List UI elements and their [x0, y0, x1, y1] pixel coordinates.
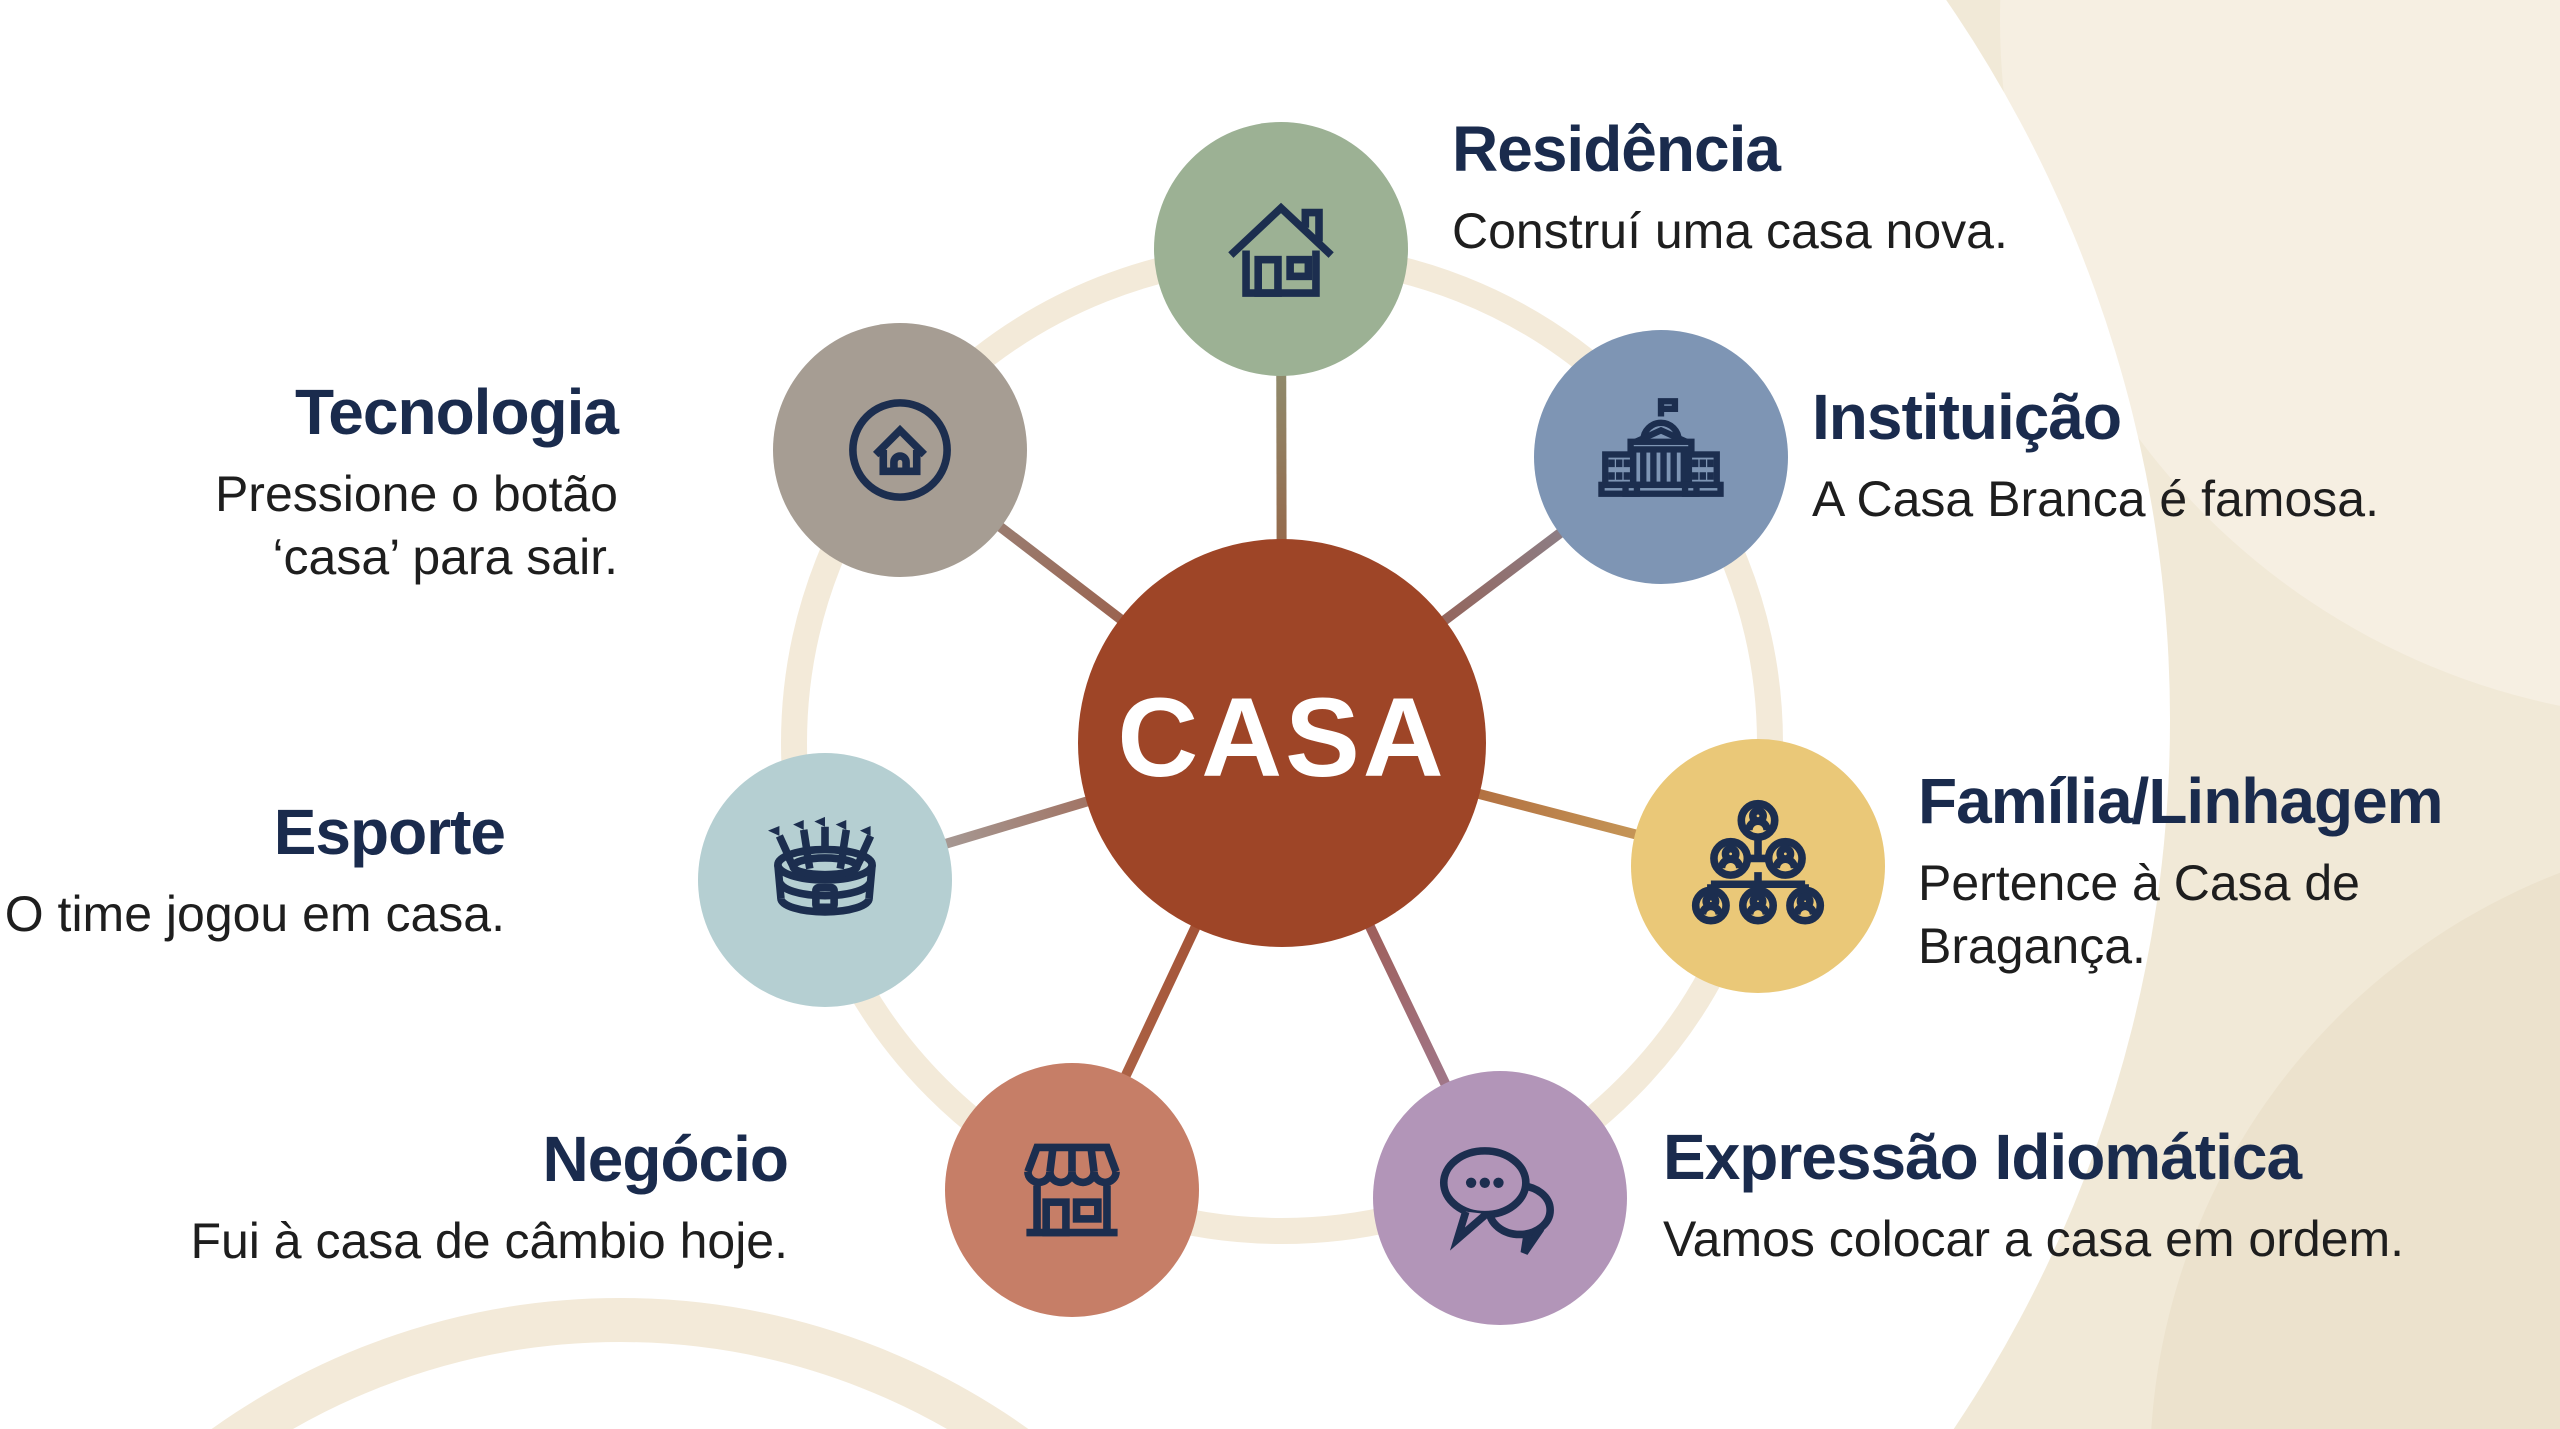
- text-block-residencia: Residência Construí uma casa nova.: [1452, 112, 2008, 263]
- node-sentence: Pressione o botão ‘casa’ para sair.: [214, 466, 618, 585]
- node-circle-tecnologia: [773, 323, 1027, 577]
- node-heading: Tecnologia: [294, 376, 619, 448]
- node-sentence: Construí uma casa nova.: [1452, 203, 2008, 260]
- node-sentence: Pertence à Casa de Bragança.: [1918, 855, 2360, 974]
- center-node-casa: CASA: [1078, 539, 1486, 947]
- text-block-instituicao: Instituição A Casa Branca é famosa.: [1812, 380, 2379, 531]
- text-block-esporte: Esporte O time jogou em casa.: [4, 795, 506, 946]
- node-heading: Instituição: [1812, 381, 2122, 453]
- node-circle-negocio: [945, 1063, 1199, 1317]
- text-block-expressao: Expressão Idiomática Vamos colocar a cas…: [1663, 1120, 2404, 1271]
- government-building-icon: [1598, 398, 1724, 497]
- home-button-icon: [849, 399, 951, 501]
- stadium-icon: [768, 816, 876, 916]
- center-word: CASA: [1117, 674, 1447, 800]
- node-sentence: Vamos colocar a casa em ordem.: [1663, 1211, 2405, 1268]
- node-heading: Residência: [1452, 113, 1781, 185]
- node-circle-expressao: [1373, 1071, 1627, 1325]
- house-icon: [1228, 202, 1334, 297]
- node-sentence: O time jogou em casa.: [4, 886, 505, 943]
- text-block-tecnologia: Tecnologia Pressione o botão ‘casa’ para…: [214, 375, 619, 588]
- speech-bubbles-icon: [1439, 1147, 1554, 1255]
- node-circle-esporte: [698, 753, 952, 1007]
- storefront-icon: [1024, 1143, 1120, 1237]
- node-sentence: A Casa Branca é famosa.: [1812, 471, 2379, 528]
- node-circle-familia: [1631, 739, 1885, 993]
- node-heading: Esporte: [273, 796, 506, 868]
- text-block-familia: Família/Linhagem Pertence à Casa de Brag…: [1918, 764, 2444, 977]
- node-circle-residencia: [1154, 122, 1408, 376]
- node-heading: Família/Linhagem: [1918, 765, 2444, 837]
- node-circle-instituicao: [1534, 330, 1788, 584]
- decorative-bottom-arc: [211, 1298, 1029, 1429]
- family-tree-icon: [1691, 799, 1825, 925]
- node-heading: Negócio: [542, 1123, 789, 1195]
- node-heading: Expressão Idiomática: [1663, 1121, 2302, 1193]
- node-sentence: Fui à casa de câmbio hoje.: [190, 1213, 788, 1270]
- text-block-negocio: Negócio Fui à casa de câmbio hoje.: [190, 1122, 789, 1273]
